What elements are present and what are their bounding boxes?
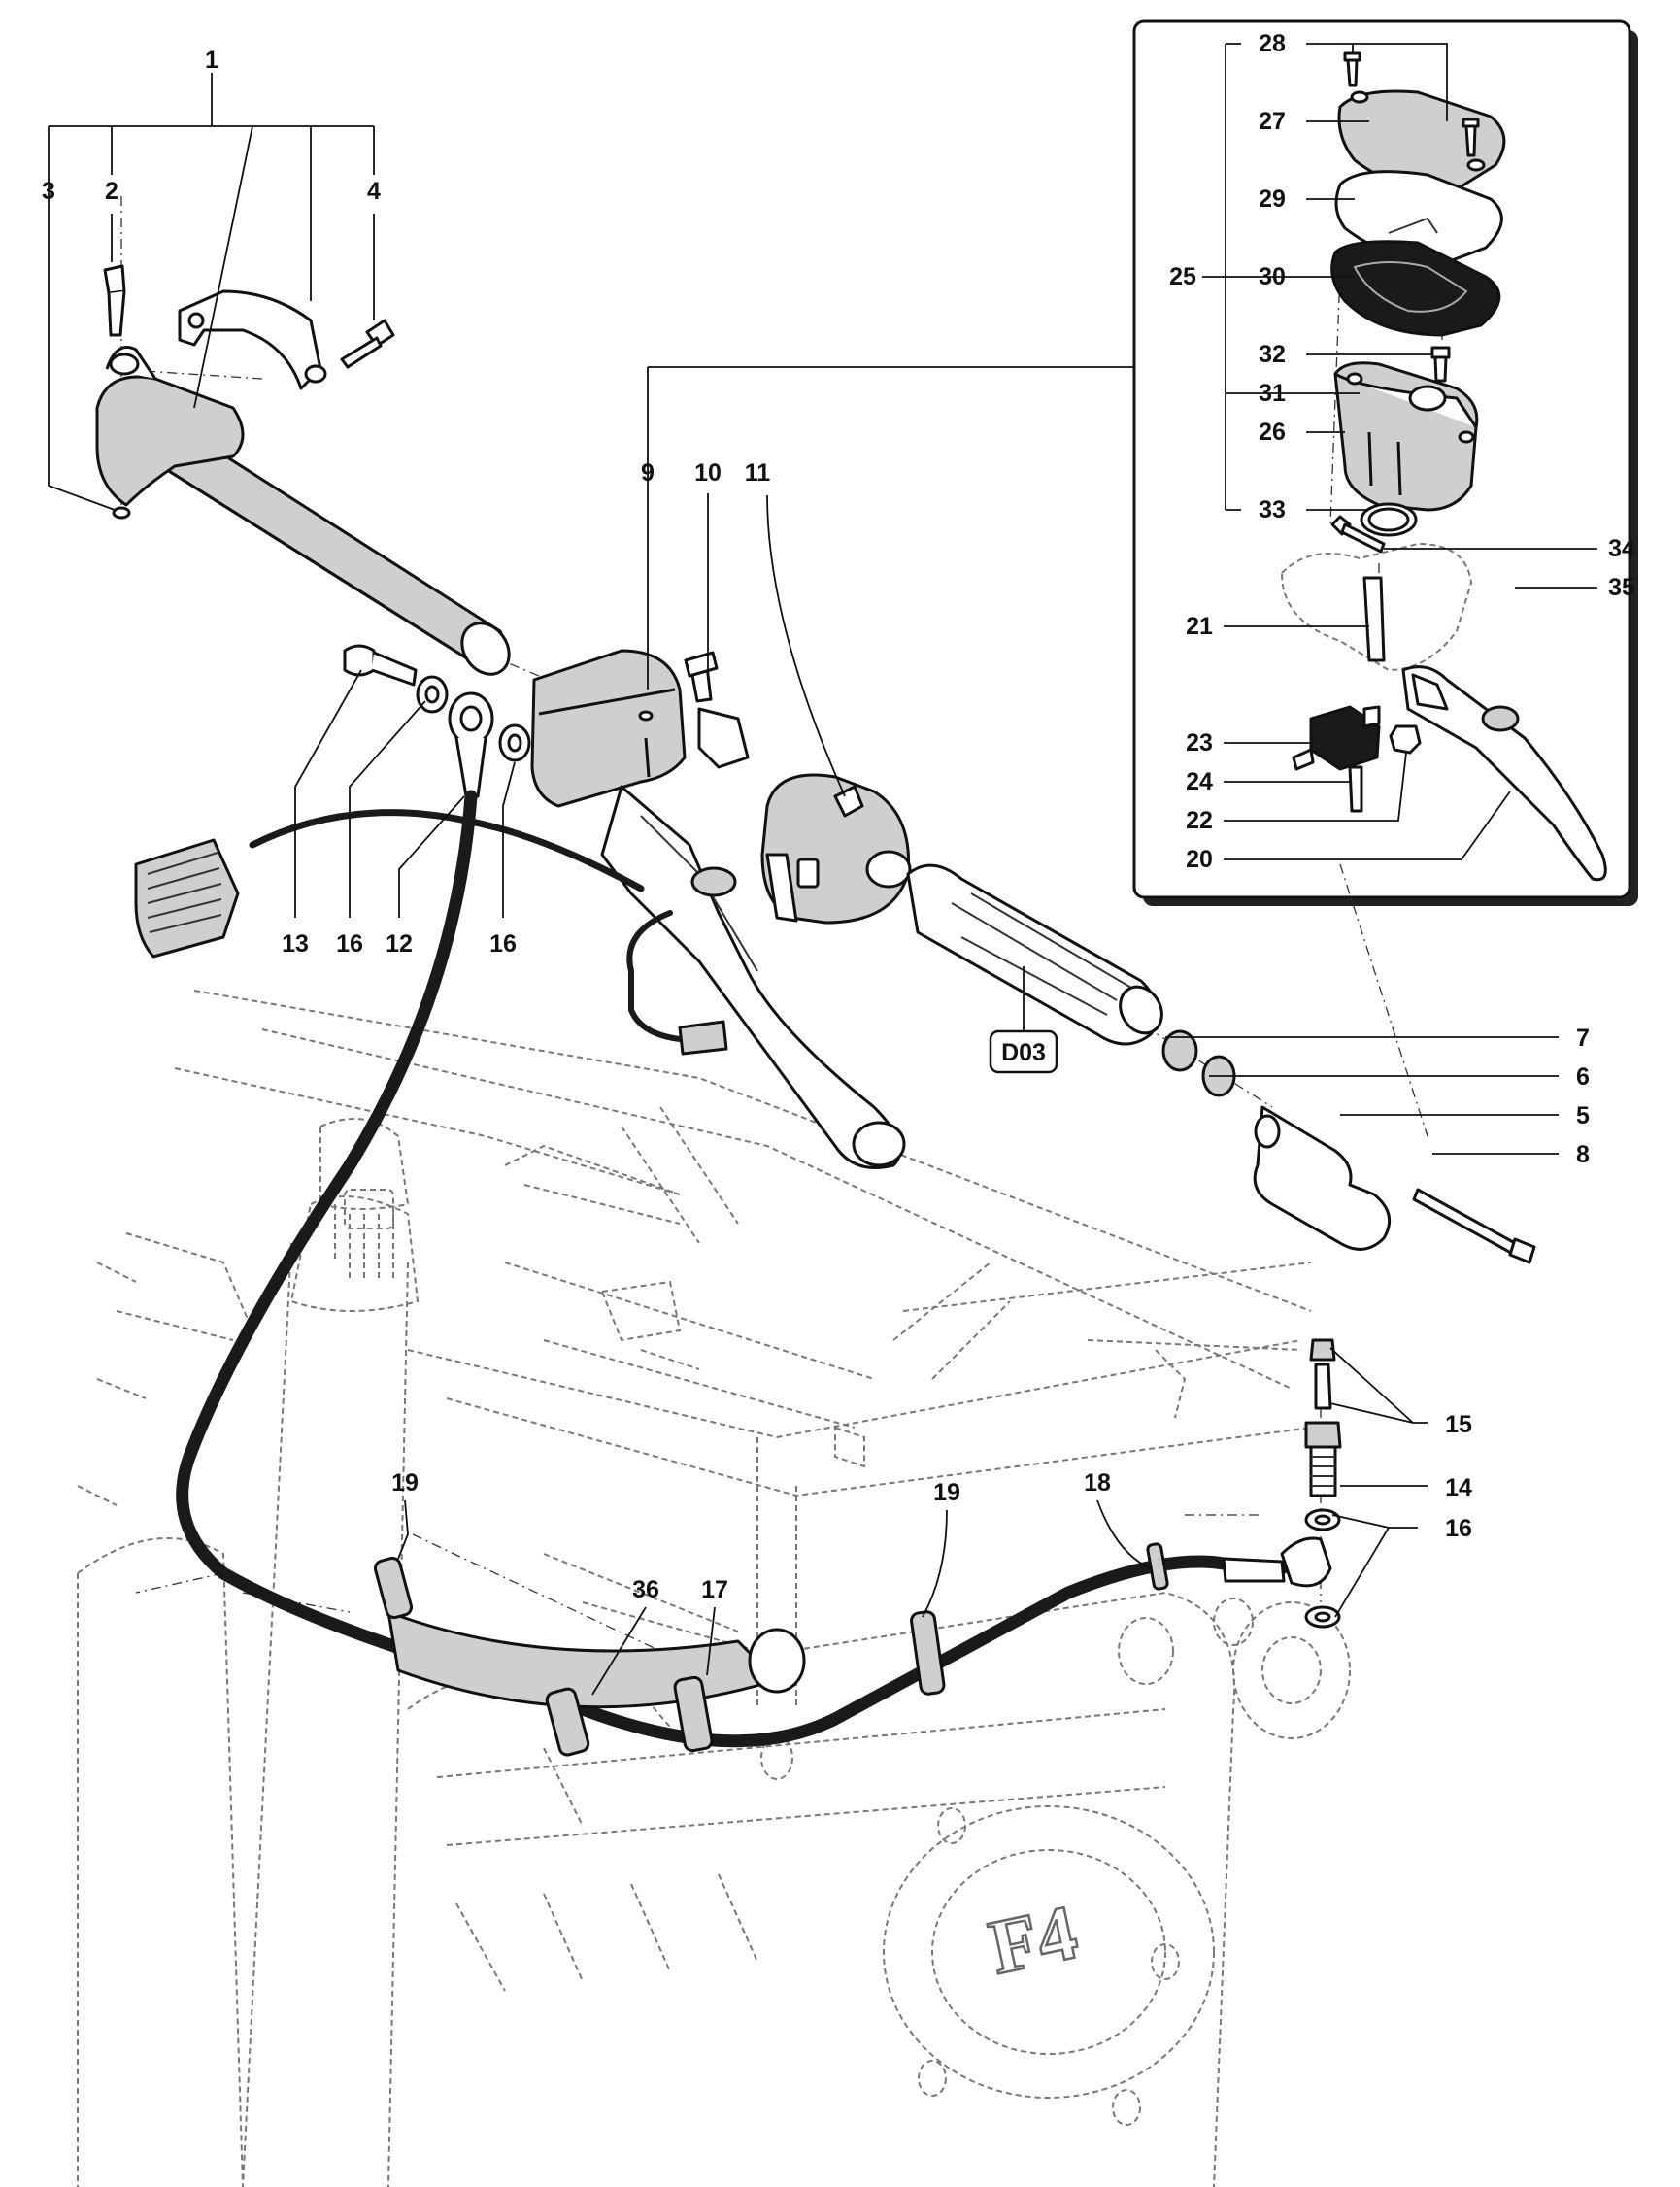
callout-25: 25 xyxy=(1169,263,1196,290)
callout-4: 4 xyxy=(367,178,381,205)
callout-21: 21 xyxy=(1186,613,1213,640)
motorcycle-frame-background: F4 xyxy=(77,990,1351,2187)
callout-26: 26 xyxy=(1259,419,1286,446)
callout-17: 17 xyxy=(701,1576,728,1603)
callout-9: 9 xyxy=(641,459,655,487)
callout-16-caliper: 16 xyxy=(1445,1515,1472,1542)
callout-30: 30 xyxy=(1259,263,1286,290)
callout-1: 1 xyxy=(205,47,218,74)
callout-24: 24 xyxy=(1186,768,1213,795)
callout-16-left: 16 xyxy=(336,930,363,958)
callout-labels: 1 2 3 4 9 10 11 13 16 12 16 7 6 5 8 15 1… xyxy=(42,30,1635,1603)
callout-3: 3 xyxy=(42,178,55,205)
callout-6: 6 xyxy=(1576,1063,1590,1091)
callout-2: 2 xyxy=(105,178,118,205)
callout-34: 34 xyxy=(1608,535,1635,562)
callout-28: 28 xyxy=(1259,30,1286,57)
reference-box-label: D03 xyxy=(1001,1039,1046,1066)
handlebar-assembly xyxy=(95,264,511,676)
callout-22: 22 xyxy=(1186,807,1213,834)
callout-10: 10 xyxy=(694,459,722,487)
brake-master-cylinder-assembly xyxy=(134,644,912,1169)
callout-29: 29 xyxy=(1259,185,1286,213)
callout-13: 13 xyxy=(282,930,309,958)
callout-36: 36 xyxy=(632,1576,659,1603)
callout-11: 11 xyxy=(745,459,771,487)
callout-7: 7 xyxy=(1576,1025,1590,1052)
callout-33: 33 xyxy=(1259,496,1286,523)
callout-19-left: 19 xyxy=(391,1469,419,1497)
callout-27: 27 xyxy=(1259,108,1286,135)
callout-35: 35 xyxy=(1608,574,1635,601)
callout-18: 18 xyxy=(1084,1469,1111,1497)
callout-19-right: 19 xyxy=(933,1479,960,1506)
brake-hose xyxy=(176,790,1332,1757)
callout-15: 15 xyxy=(1445,1411,1472,1438)
callout-23: 23 xyxy=(1186,729,1213,757)
callout-16-right: 16 xyxy=(489,930,517,958)
callout-14: 14 xyxy=(1445,1474,1472,1501)
callout-12: 12 xyxy=(386,930,413,958)
svg-text:F4: F4 xyxy=(983,1890,1085,1992)
leader-lines xyxy=(48,43,1597,1696)
callout-5: 5 xyxy=(1576,1102,1590,1129)
inset-reservoir-parts xyxy=(1280,51,1607,882)
callout-31: 31 xyxy=(1259,380,1286,407)
reference-box-d03: D03 xyxy=(989,1029,1058,1074)
frame-f4-badge: F4 xyxy=(981,1889,1086,1993)
caliper-fittings xyxy=(1304,1338,1342,1629)
callout-32: 32 xyxy=(1259,341,1286,368)
grip-and-bar-end xyxy=(906,863,1536,1264)
callout-20: 20 xyxy=(1186,846,1213,873)
callout-8: 8 xyxy=(1576,1141,1590,1168)
